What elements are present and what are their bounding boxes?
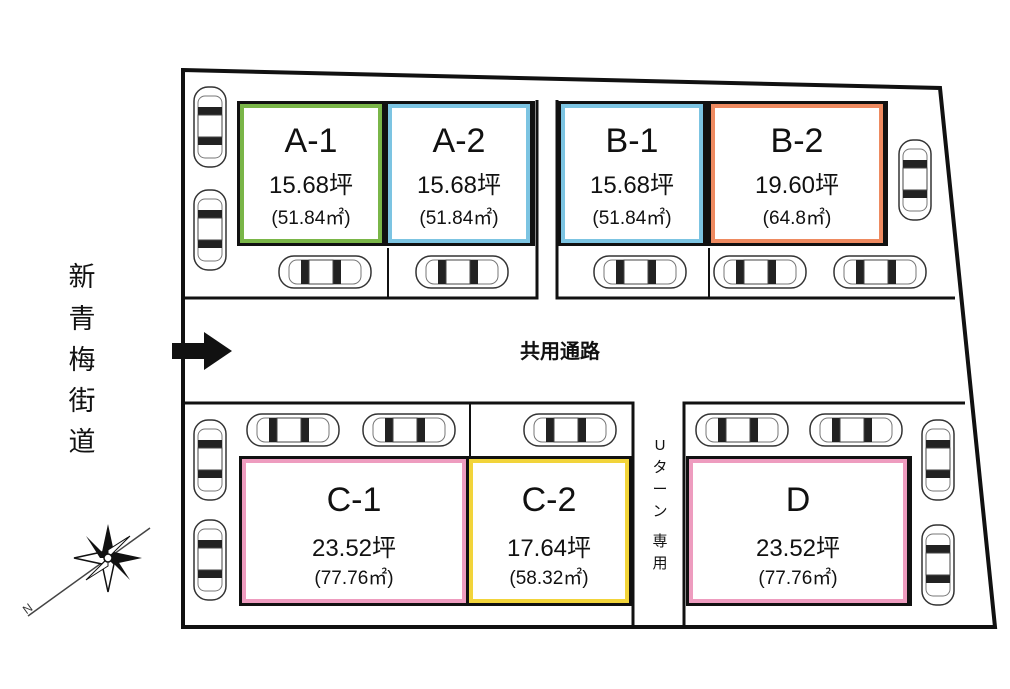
lot-b-1-area: 15.68坪: [590, 172, 674, 199]
street-name-char: 道: [69, 427, 96, 457]
lot-d-sqm: (77.76㎡): [758, 566, 837, 589]
lot-b-1-name: B-1: [606, 122, 659, 160]
lot-b-2-sqm: (64.8㎡): [763, 206, 832, 229]
parked-car-icon: [695, 413, 789, 447]
parked-car-icon: [193, 419, 227, 501]
uturn-char: ン: [652, 503, 667, 520]
lot-c-2-name: C-2: [522, 481, 577, 519]
lot-c-1-sqm: (77.76㎡): [314, 566, 393, 589]
lot-c-2[interactable]: C-2 17.64坪 (58.32㎡): [466, 456, 634, 606]
parked-car-icon: [921, 524, 955, 606]
lot-a-1[interactable]: A-1 15.68坪 (51.84㎡): [237, 101, 385, 246]
lot-a-1-name: A-1: [285, 122, 338, 160]
lot-c-2-area: 17.64坪: [507, 535, 591, 562]
uturn-char: タ: [652, 459, 667, 476]
lot-a-1-sqm: (51.84㎡): [271, 206, 350, 229]
street-name-char: 街: [69, 386, 96, 416]
lot-b-1-sqm: (51.84㎡): [592, 206, 671, 229]
parked-car-icon: [278, 255, 372, 289]
street-name-char: 新: [69, 262, 96, 292]
parked-car-icon: [193, 189, 227, 271]
lot-c-1-name: C-1: [327, 481, 382, 519]
uturn-char: U: [655, 437, 666, 454]
parked-car-icon: [593, 255, 687, 289]
site-boundary: [181, 67, 998, 629]
parked-car-icon: [193, 519, 227, 601]
parked-car-icon: [898, 139, 932, 221]
lot-d-area: 23.52坪: [756, 535, 840, 562]
lot-b-1[interactable]: B-1 15.68坪 (51.84㎡): [558, 101, 708, 246]
street-name-char: 梅: [69, 345, 96, 375]
street-name-char: 青: [69, 304, 96, 334]
entrance-arrow-icon: [172, 332, 232, 370]
parked-car-icon: [523, 413, 617, 447]
parked-car-icon: [809, 413, 903, 447]
lot-b-2-name: B-2: [771, 122, 824, 160]
lot-b-2[interactable]: B-2 19.60坪 (64.8㎡): [708, 101, 888, 246]
lot-d[interactable]: D 23.52坪 (77.76㎡): [686, 456, 912, 606]
uturn-char: ー: [652, 481, 667, 498]
block-d-outline: [682, 401, 965, 627]
lot-a-2[interactable]: A-2 15.68坪 (51.84㎡): [385, 101, 535, 246]
uturn-only-label: U タ ー ン 専 用: [652, 437, 667, 572]
parked-car-icon: [415, 255, 509, 289]
parked-car-icon: [193, 86, 227, 168]
parked-car-icon: [921, 419, 955, 501]
lot-a-2-name: A-2: [433, 122, 486, 160]
lot-d-name: D: [786, 481, 811, 519]
lot-a-2-area: 15.68坪: [417, 172, 501, 199]
shared-road-label: 共用通路: [520, 339, 601, 363]
block-b-outline: [555, 100, 955, 300]
parked-car-icon: [362, 413, 456, 447]
block-a-outline: [183, 100, 539, 300]
lot-c-1[interactable]: C-1 23.52坪 (77.76㎡): [239, 456, 471, 606]
lot-c-1-area: 23.52坪: [312, 535, 396, 562]
lot-a-2-sqm: (51.84㎡): [419, 206, 498, 229]
parked-car-icon: [833, 255, 927, 289]
parked-car-icon: [246, 413, 340, 447]
lot-b-2-area: 19.60坪: [755, 172, 839, 199]
compass-north-label: N: [20, 601, 35, 617]
parked-car-icon: [713, 255, 807, 289]
street-name: 新 青 梅 街 道: [69, 262, 96, 457]
uturn-char: 専: [652, 533, 667, 550]
compass-icon: [27, 524, 151, 617]
uturn-char: 用: [652, 555, 667, 572]
lot-c-2-sqm: (58.32㎡): [509, 566, 588, 589]
lot-a-1-area: 15.68坪: [269, 172, 353, 199]
